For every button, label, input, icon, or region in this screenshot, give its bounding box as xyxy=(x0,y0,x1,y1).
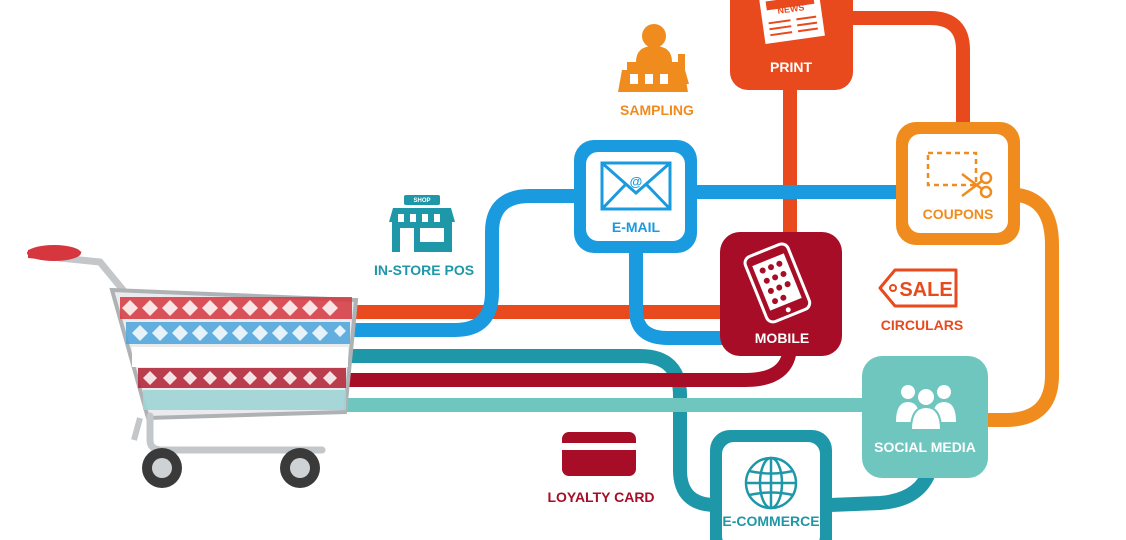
shopping-cart-icon xyxy=(27,245,359,488)
card-icon xyxy=(562,432,636,476)
sampling-booth-icon xyxy=(618,24,689,92)
node-ecommerce: E-COMMERCE xyxy=(710,430,832,540)
connector-cart-to-email xyxy=(333,189,592,337)
node-print-label: PRINT xyxy=(770,59,812,75)
envelope-icon: @ xyxy=(600,161,672,211)
item-sampling-label: SAMPLING xyxy=(620,102,694,118)
node-social-media: SOCIAL MEDIA xyxy=(862,356,988,478)
svg-text:@: @ xyxy=(630,174,643,189)
connector-cart-to-ecommerce xyxy=(333,349,723,512)
scissors-icon xyxy=(926,151,993,199)
sale-tag-icon: SALE xyxy=(878,268,958,308)
node-email-label: E-MAIL xyxy=(612,219,661,235)
globe-icon xyxy=(744,456,798,510)
item-circulars-label: CIRCULARS xyxy=(881,317,963,333)
cart-wheel-left xyxy=(142,448,182,488)
item-circulars: SALE CIRCULARS xyxy=(878,268,963,333)
smartphone-icon xyxy=(743,242,812,324)
connector-coupons-to-social xyxy=(978,188,1059,427)
people-icon xyxy=(896,385,956,431)
shop-icon: SHOP xyxy=(389,195,455,252)
node-print: NEWS PRINT xyxy=(730,0,853,90)
sale-tag-icon-text: SALE xyxy=(899,279,952,301)
newspaper-icon-text: NEWS xyxy=(777,2,805,16)
node-coupons-label: COUPONS xyxy=(923,206,994,222)
item-in-store-pos: SHOP IN-STORE POS xyxy=(374,195,474,278)
node-coupons: COUPONS xyxy=(896,122,1020,245)
cart-basket-pattern xyxy=(120,297,352,410)
shop-icon-text: SHOP xyxy=(413,198,430,204)
cart-wheel-right xyxy=(280,448,320,488)
connector-email-to-mobile xyxy=(629,243,737,345)
newspaper-icon: NEWS xyxy=(759,0,825,44)
node-mobile: MOBILE xyxy=(720,232,842,356)
item-in-store-pos-label: IN-STORE POS xyxy=(374,262,474,278)
node-ecommerce-label: E-COMMERCE xyxy=(722,513,819,529)
node-social-media-label: SOCIAL MEDIA xyxy=(874,439,976,455)
connector-print-to-coupons xyxy=(843,11,970,137)
node-email: @ E-MAIL xyxy=(574,140,697,253)
node-mobile-label: MOBILE xyxy=(755,330,809,346)
item-sampling: SAMPLING xyxy=(618,24,694,118)
item-loyalty-card-label: LOYALTY CARD xyxy=(547,489,654,505)
item-loyalty-card: LOYALTY CARD xyxy=(547,432,655,505)
